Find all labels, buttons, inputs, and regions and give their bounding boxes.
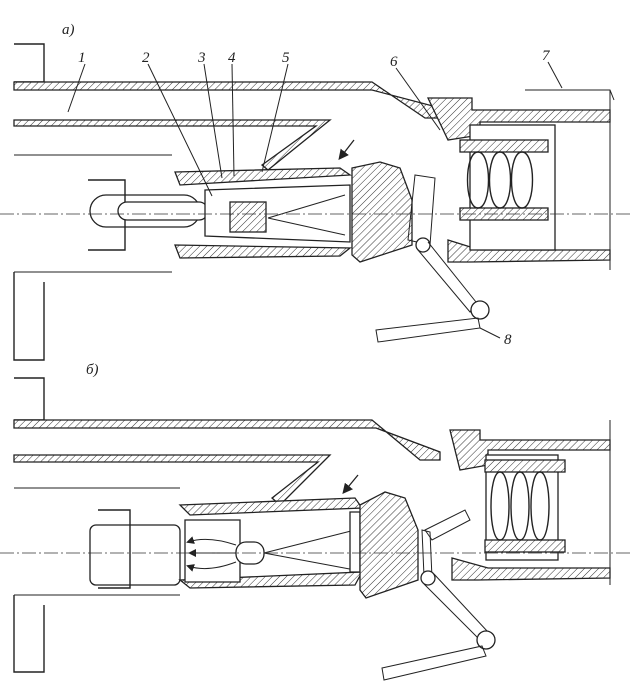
view-a-housing-top-wall bbox=[13, 81, 449, 119]
part-number-4: 4 bbox=[228, 50, 236, 66]
view-b-bottom-flange bbox=[13, 595, 45, 673]
view-b: б) bbox=[0, 362, 633, 681]
part-number-7: 7 bbox=[542, 48, 551, 64]
view-a: а) bbox=[0, 22, 633, 361]
view-a-moving-contact bbox=[174, 167, 352, 259]
view-b-inner-nozzle-wall bbox=[13, 454, 332, 506]
part-number-3: 3 bbox=[197, 50, 206, 66]
view-a-fixed-contact bbox=[88, 179, 209, 251]
view-b-inner-tube bbox=[14, 487, 180, 596]
view-b-spring bbox=[484, 459, 566, 553]
view-b-housing-top-wall bbox=[13, 419, 441, 461]
view-b-lever bbox=[381, 509, 496, 681]
part-number-2: 2 bbox=[142, 50, 150, 66]
view-b-left-flange bbox=[14, 377, 45, 421]
part-number-6: 6 bbox=[390, 54, 398, 70]
view-a-label: а) bbox=[62, 22, 75, 38]
view-a-flow-arrow bbox=[338, 139, 355, 161]
view-b-flow-arrow bbox=[342, 474, 359, 495]
part-number-8: 8 bbox=[504, 332, 512, 348]
view-a-bottom-flange bbox=[13, 272, 45, 361]
view-a-valve-housing bbox=[426, 89, 615, 270]
view-a-left-flange bbox=[14, 43, 45, 83]
view-a-inner-tube bbox=[14, 154, 172, 273]
view-b-right-body bbox=[359, 491, 419, 599]
view-b-moving-contact bbox=[178, 497, 364, 589]
view-a-spring bbox=[459, 139, 549, 221]
part-number-5: 5 bbox=[282, 50, 290, 66]
view-b-valve-housing bbox=[449, 420, 611, 585]
view-a-right-body bbox=[351, 161, 413, 263]
view-a-inner-nozzle-wall bbox=[13, 119, 332, 171]
part-number-1: 1 bbox=[78, 50, 86, 66]
view-b-fixed-contact bbox=[89, 509, 181, 589]
view-a-leader-lines bbox=[67, 61, 563, 339]
view-b-label: б) bbox=[86, 362, 99, 378]
